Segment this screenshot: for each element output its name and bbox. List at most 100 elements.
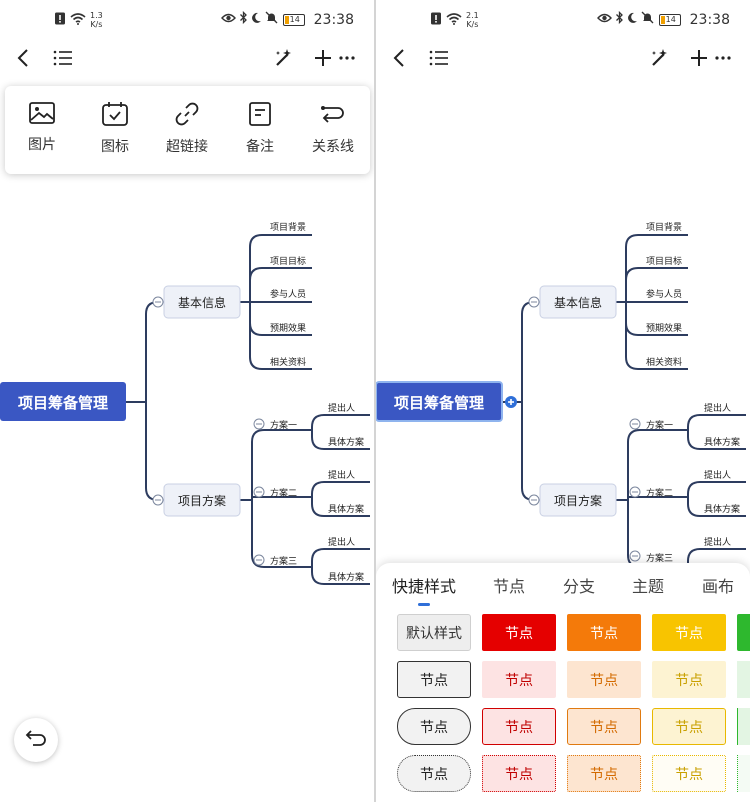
more-icon[interactable] (332, 44, 362, 72)
leaf-node[interactable]: 参与人员 (270, 288, 306, 300)
battery-icon: 14 (282, 13, 305, 26)
image-icon (29, 102, 55, 128)
style-orange-dotted[interactable]: 节点 (567, 755, 641, 792)
style-red-solid[interactable]: 节点 (482, 614, 556, 651)
branch-node-basic-info[interactable]: 基本信息 (539, 285, 617, 319)
style-default[interactable]: 默认样式 (397, 614, 471, 651)
leaf-node[interactable]: 预期效果 (270, 322, 306, 334)
sub-branch-node[interactable]: 方案二 (270, 487, 297, 499)
style-orange-outline[interactable]: 节点 (567, 708, 641, 745)
insert-relation-button[interactable]: 关系线 (303, 102, 363, 156)
style-gray-pill[interactable]: 节点 (397, 708, 471, 745)
expand-icon[interactable] (505, 396, 517, 408)
root-node[interactable]: 项目筹备管理 (0, 382, 126, 421)
branch-label: 基本信息 (178, 295, 226, 310)
leaf-node[interactable]: 项目背景 (270, 221, 306, 233)
insert-icon-button[interactable]: 图标 (85, 102, 145, 156)
relation-icon (320, 106, 346, 130)
mindmap-canvas: 项目筹备管理 基本信息 项目方案 项目背景 项目目标 参与人员 预期效果 相关资… (376, 221, 746, 568)
branch-node-project-plan[interactable]: 项目方案 (539, 483, 617, 517)
insert-menu: 图片 图标 超链接 备注 关系线 (5, 86, 370, 174)
back-icon[interactable] (8, 44, 38, 72)
calendar-icon (102, 102, 128, 130)
leaf-node[interactable]: 项目目标 (270, 255, 306, 267)
toolbar (0, 40, 374, 76)
style-green-partial[interactable] (737, 614, 750, 651)
style-orange-solid[interactable]: 节点 (567, 614, 641, 651)
more-icon[interactable] (708, 44, 738, 72)
leaf-node[interactable]: 项目目标 (646, 255, 682, 267)
branch-node-basic-info[interactable]: 基本信息 (163, 285, 241, 319)
add-icon[interactable] (308, 44, 338, 72)
insert-note-button[interactable]: 备注 (230, 102, 290, 156)
style-yellow-light[interactable]: 节点 (652, 661, 726, 698)
style-red-outline[interactable]: 节点 (482, 708, 556, 745)
leaf-node[interactable]: 相关资料 (270, 356, 306, 368)
branch-label: 基本信息 (554, 295, 602, 310)
note-icon (249, 102, 271, 130)
outline-icon[interactable] (48, 44, 78, 72)
leaf-node[interactable]: 具体方案 (704, 503, 740, 515)
leaf-node[interactable]: 提出人 (328, 536, 355, 548)
branch-label: 项目方案 (554, 493, 602, 508)
style-green-partial[interactable] (737, 755, 750, 792)
sub-branch-node[interactable]: 方案一 (270, 419, 297, 431)
style-panel: 快捷样式 节点 分支 主题 画布 默认样式 节点 节点 节点 节点 节点 节点 … (376, 563, 750, 802)
magic-wand-icon[interactable] (644, 44, 674, 72)
style-yellow-solid[interactable]: 节点 (652, 614, 726, 651)
tab-quick-style[interactable]: 快捷样式 (392, 577, 457, 596)
outline-icon[interactable] (424, 44, 454, 72)
tab-theme[interactable]: 主题 (632, 577, 665, 596)
style-green-partial[interactable] (737, 661, 750, 698)
undo-button[interactable] (14, 718, 58, 762)
leaf-node[interactable]: 提出人 (704, 536, 731, 548)
leaf-node[interactable]: 具体方案 (704, 436, 740, 448)
leaf-node[interactable]: 提出人 (328, 402, 355, 414)
sub-branch-node[interactable]: 方案三 (270, 555, 297, 567)
leaf-node[interactable]: 具体方案 (328, 571, 364, 583)
clock: 23:38 (313, 11, 354, 28)
screen-divider (374, 0, 376, 802)
tab-canvas[interactable]: 画布 (702, 577, 735, 596)
sub-branch-node[interactable]: 方案一 (646, 419, 673, 431)
leaf-node[interactable]: 提出人 (704, 469, 731, 481)
leaf-node[interactable]: 相关资料 (646, 356, 682, 368)
tab-branch[interactable]: 分支 (563, 577, 596, 596)
style-gray-outline[interactable]: 节点 (397, 661, 471, 698)
style-yellow-outline[interactable]: 节点 (652, 708, 726, 745)
active-tab-indicator (418, 603, 430, 606)
leaf-node[interactable]: 项目背景 (646, 221, 682, 233)
style-red-dotted[interactable]: 节点 (482, 755, 556, 792)
style-green-partial[interactable] (737, 708, 750, 745)
add-icon[interactable] (684, 44, 714, 72)
sub-branch-node[interactable]: 方案三 (646, 552, 673, 564)
style-orange-light[interactable]: 节点 (567, 661, 641, 698)
magic-wand-icon[interactable] (268, 44, 298, 72)
moon-icon (627, 12, 638, 28)
toolbar (376, 40, 750, 76)
back-icon[interactable] (384, 44, 414, 72)
sub-branch-node[interactable]: 方案二 (646, 487, 673, 499)
insert-image-button[interactable]: 图片 (12, 102, 72, 154)
insert-link-button[interactable]: 超链接 (157, 102, 217, 156)
eye-icon (220, 12, 236, 27)
style-red-light[interactable]: 节点 (482, 661, 556, 698)
leaf-node[interactable]: 具体方案 (328, 503, 364, 515)
branch-node-project-plan[interactable]: 项目方案 (163, 483, 241, 517)
root-label: 项目筹备管理 (394, 394, 484, 412)
style-gray-dotted-pill[interactable]: 节点 (397, 755, 471, 792)
tab-node[interactable]: 节点 (493, 577, 526, 596)
root-node-selected[interactable]: 项目筹备管理 (376, 381, 503, 422)
leaf-node[interactable]: 提出人 (328, 469, 355, 481)
leaf-node[interactable]: 提出人 (704, 402, 731, 414)
leaf-node[interactable]: 具体方案 (328, 436, 364, 448)
leaf-node[interactable]: 参与人员 (646, 288, 682, 300)
root-label: 项目筹备管理 (18, 394, 108, 412)
style-yellow-dotted[interactable]: 节点 (652, 755, 726, 792)
battery-icon: 14 (658, 13, 681, 26)
leaf-node[interactable]: 预期效果 (646, 322, 682, 334)
